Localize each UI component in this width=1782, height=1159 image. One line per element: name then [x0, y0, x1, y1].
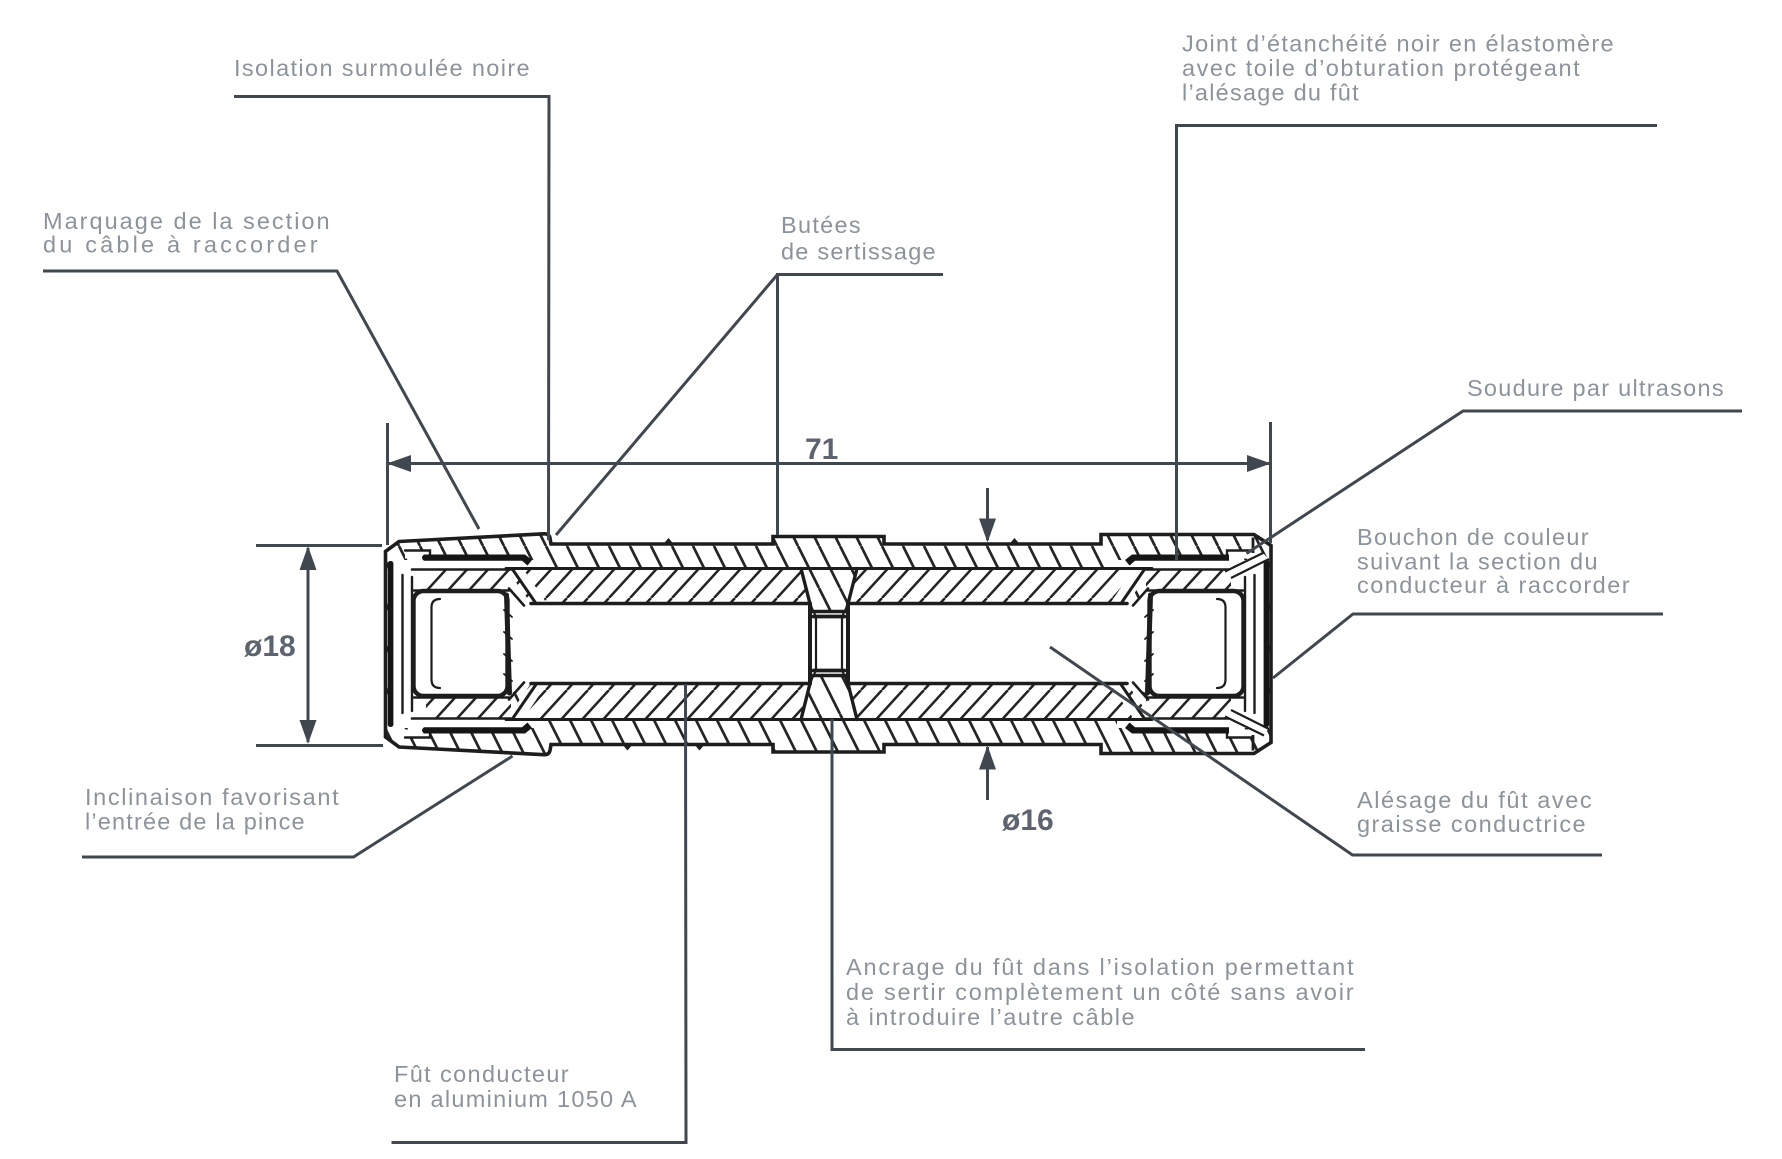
- svg-text:Joint d’étanchéité noir en éla: Joint d’étanchéité noir en élastomère: [1182, 31, 1614, 57]
- svg-text:Alésage du fût avec: Alésage du fût avec: [1357, 787, 1592, 813]
- svg-text:avec toile d’obturation protég: avec toile d’obturation protégeant: [1182, 55, 1580, 81]
- svg-text:ø18: ø18: [244, 630, 296, 663]
- svg-text:graisse conductrice: graisse conductrice: [1357, 811, 1586, 837]
- svg-text:de sertir complètement un côté: de sertir complètement un côté sans avoi…: [846, 979, 1354, 1005]
- svg-text:conducteur à raccorder: conducteur à raccorder: [1357, 572, 1630, 598]
- svg-text:à introduire l’autre câble: à introduire l’autre câble: [846, 1004, 1135, 1030]
- svg-text:Marquage de la section: Marquage de la section: [43, 208, 330, 234]
- svg-text:Butées: Butées: [781, 212, 861, 238]
- svg-text:Soudure par ultrasons: Soudure par ultrasons: [1467, 375, 1724, 401]
- svg-text:l’alésage du fût: l’alésage du fût: [1182, 80, 1359, 106]
- svg-text:l’entrée de la pince: l’entrée de la pince: [85, 809, 305, 835]
- svg-text:Fût conducteur: Fût conducteur: [394, 1061, 569, 1087]
- svg-text:Ancrage du fût dans l’isolatio: Ancrage du fût dans l’isolation permetta…: [846, 954, 1354, 980]
- svg-text:71: 71: [805, 433, 838, 466]
- svg-text:Bouchon de couleur: Bouchon de couleur: [1357, 524, 1589, 550]
- svg-text:ø16: ø16: [1002, 804, 1054, 837]
- svg-text:de sertissage: de sertissage: [781, 239, 936, 265]
- svg-text:Isolation surmoulée noire: Isolation surmoulée noire: [234, 55, 530, 81]
- svg-text:Inclinaison favorisant: Inclinaison favorisant: [85, 784, 339, 810]
- svg-text:en aluminium 1050 A: en aluminium 1050 A: [394, 1086, 637, 1112]
- svg-text:du câble à raccorder: du câble à raccorder: [43, 232, 318, 258]
- svg-text:suivant la section du: suivant la section du: [1357, 549, 1598, 575]
